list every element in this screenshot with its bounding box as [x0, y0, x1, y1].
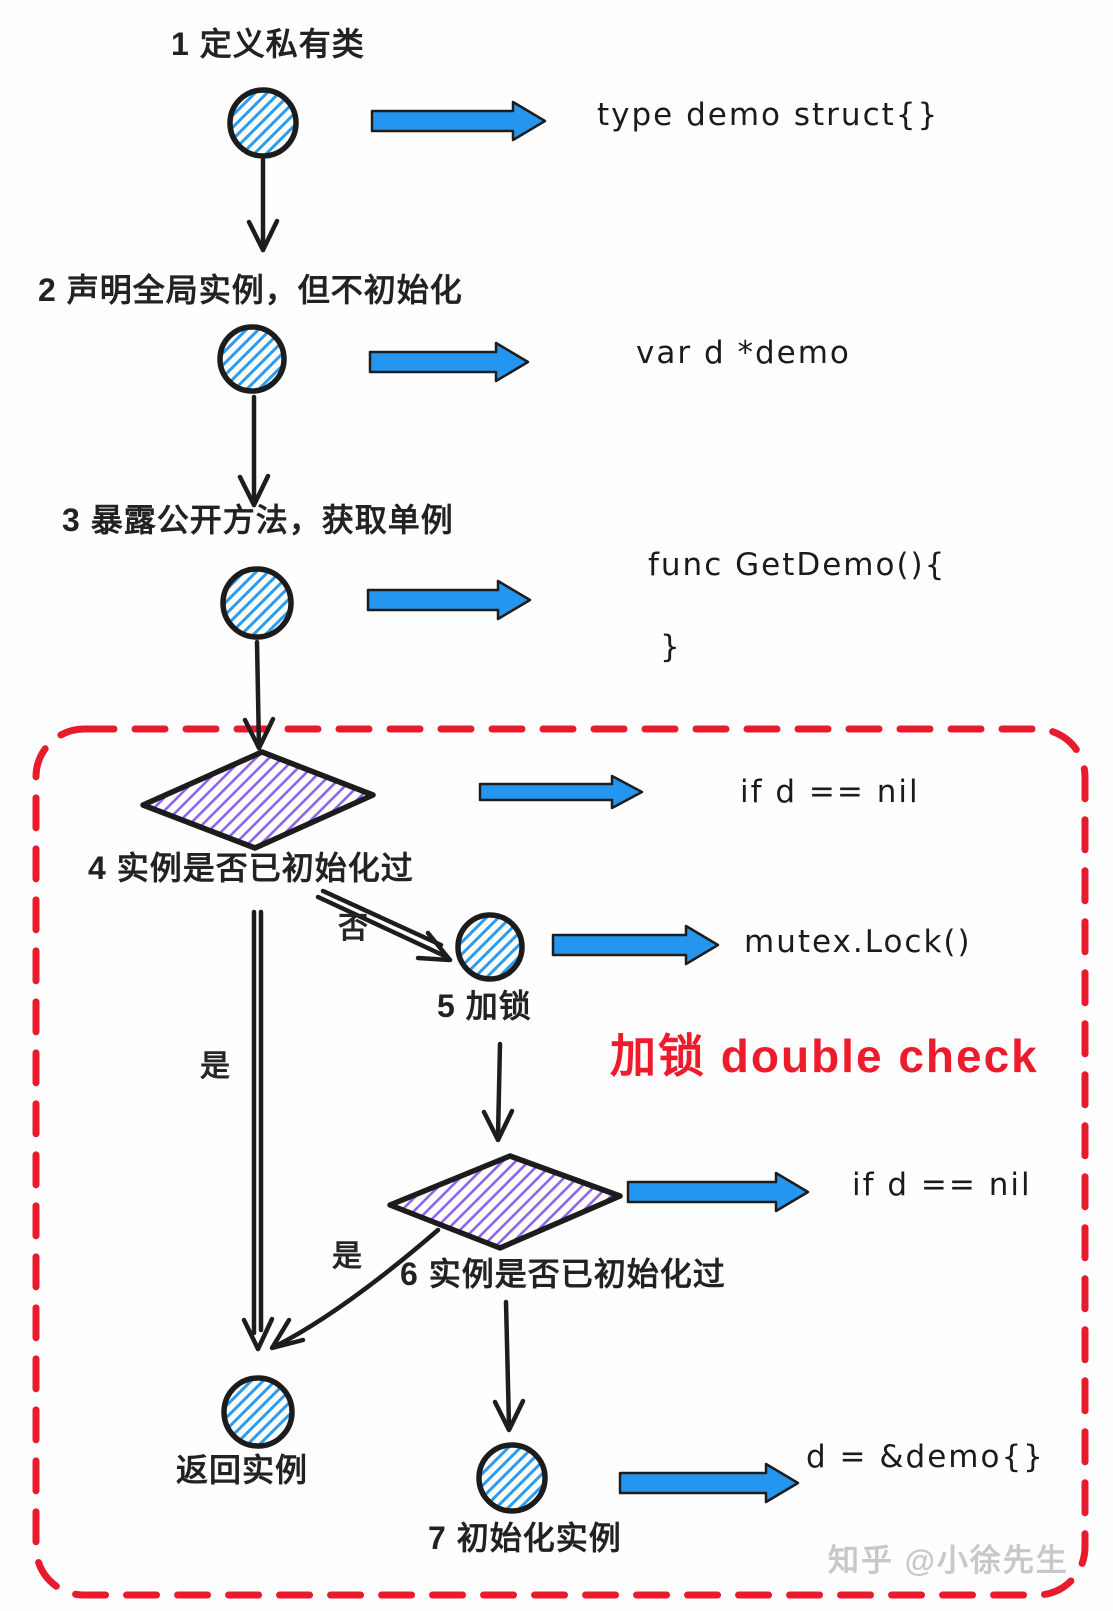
- step5-node-circle: [455, 912, 525, 982]
- step1-title: 1 定义私有类: [171, 26, 365, 62]
- decision-diamond-4: [140, 749, 376, 851]
- return-node-label: 返回实例: [176, 1452, 309, 1488]
- code-arrow-step1: [370, 100, 547, 142]
- code-arrow-step2: [368, 341, 530, 383]
- arrow-step5-to-diamond6: [481, 1041, 515, 1143]
- step5-title: 5 加锁: [437, 988, 532, 1024]
- arrow-diamond6-to-step7: [492, 1299, 526, 1433]
- step7-code: d = &demo{}: [806, 1439, 1045, 1475]
- step2-node-circle: [217, 324, 287, 394]
- step4-code: if d == nil: [740, 774, 920, 810]
- double-check-annotation: 加锁 double check: [610, 1030, 1039, 1082]
- step2-title: 2 声明全局实例，但不初始化: [38, 272, 463, 308]
- arrow-step1-to-step2: [246, 157, 280, 253]
- watermark: 知乎 @小徐先生: [828, 1543, 1069, 1578]
- return-node-circle: [221, 1375, 295, 1449]
- step5-code: mutex.Lock(): [744, 924, 972, 960]
- step1-node-circle: [227, 87, 299, 159]
- step4-title: 4 实例是否已初始化过: [88, 850, 414, 886]
- arrow-step2-to-step3: [237, 394, 271, 508]
- arrow-yes-branch-to-return: [241, 909, 275, 1352]
- code-arrow-step5: [551, 924, 720, 966]
- step7-title: 7 初始化实例: [428, 1520, 622, 1556]
- arrow-step3-to-diamond4: [242, 639, 276, 751]
- arrow-yes-inner-to-return: [269, 1227, 441, 1351]
- code-arrow-diamond4: [478, 774, 644, 810]
- step6-code: if d == nil: [852, 1167, 1032, 1203]
- step3-code: func GetDemo(){: [648, 547, 947, 583]
- step3-title: 3 暴露公开方法，获取单例: [62, 502, 454, 538]
- branch-label-yes-outer: 是: [200, 1050, 231, 1083]
- step2-code: var d *demo: [636, 335, 851, 371]
- step7-node-circle: [476, 1442, 548, 1514]
- step6-title: 6 实例是否已初始化过: [400, 1256, 726, 1292]
- step1-code: type demo struct{}: [597, 97, 940, 133]
- double-check-frame: [32, 725, 1089, 1599]
- step3-node-circle: [220, 566, 294, 640]
- code-arrow-step3: [366, 579, 532, 621]
- decision-diamond-6: [387, 1153, 623, 1251]
- code-arrow-diamond6: [626, 1171, 810, 1213]
- step3-code-close: }: [660, 629, 682, 665]
- branch-label-no: 否: [338, 912, 369, 945]
- branch-label-yes-inner: 是: [332, 1240, 363, 1273]
- code-arrow-step7: [618, 1462, 800, 1504]
- arrow-no-branch-to-step5: [315, 888, 453, 963]
